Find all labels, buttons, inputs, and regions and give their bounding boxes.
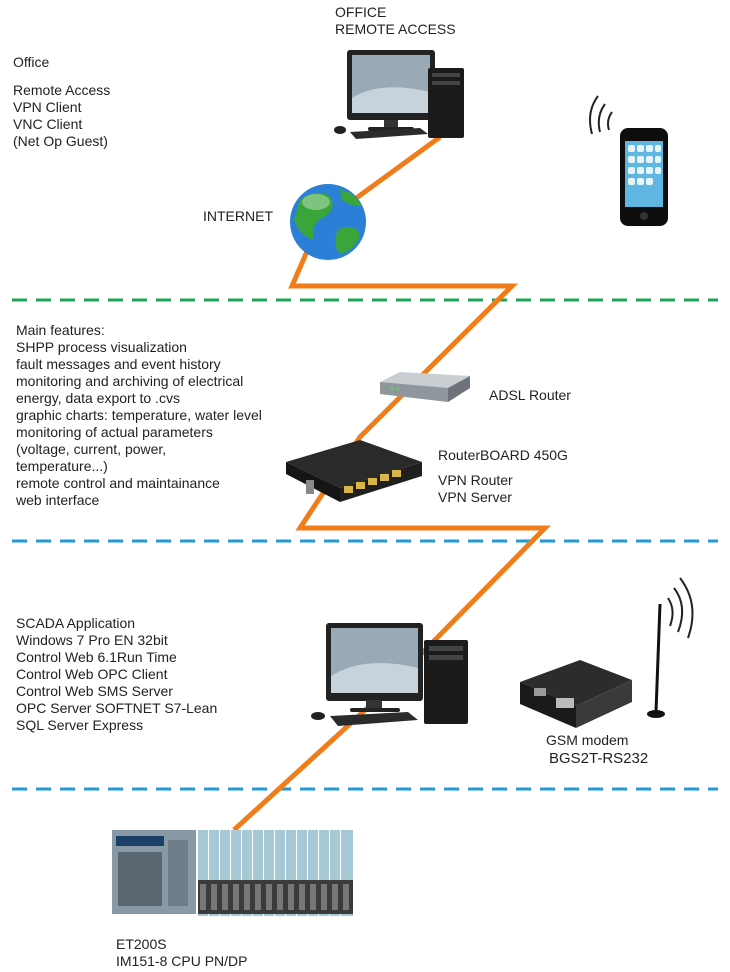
routerboard-line: VPN Router (438, 472, 513, 488)
scada-block: SCADA Application Windows 7 Pro EN 32bit… (16, 615, 217, 734)
office-line: VNC Client (13, 116, 83, 132)
et200-block: ET200S IM151-8 CPU PN/DP (116, 936, 247, 970)
routerboard-icon (286, 440, 422, 502)
office-block: Office Remote Access VPN Client VNC Clie… (13, 54, 110, 150)
feature-line: temperature...) (16, 458, 108, 474)
scada-computer-icon (311, 623, 468, 726)
office-title-line: REMOTE ACCESS (335, 21, 456, 37)
scada-line: Control Web OPC Client (16, 666, 168, 682)
routerboard-block: RouterBOARD 450G VPN Router VPN Server (438, 447, 568, 506)
feature-line: remote control and maintainance (16, 475, 220, 491)
office-line: VPN Client (13, 99, 82, 115)
routerboard-line: VPN Server (438, 489, 512, 505)
plc-rack-icon (112, 830, 353, 916)
main-features-block: Main features: SHPP process visualizatio… (16, 322, 262, 509)
office-line: Remote Access (13, 82, 111, 98)
office-title-line: OFFICE (335, 4, 387, 20)
gsm-modem-icon (520, 660, 632, 728)
smartphone-icon (589, 95, 668, 226)
et200-line: ET200S (116, 936, 167, 952)
office-computer-icon (334, 50, 464, 139)
feature-line: fault messages and event history (16, 356, 221, 372)
internet-label: INTERNET (203, 208, 273, 224)
feature-line: SHPP process visualization (16, 339, 187, 355)
feature-line: monitoring of actual parameters (16, 424, 213, 440)
routerboard-title: RouterBOARD 450G (438, 447, 568, 463)
scada-line: Control Web 6.1Run Time (16, 649, 177, 665)
et200-line: IM151-8 CPU PN/DP (116, 953, 248, 969)
globe-icon (290, 184, 366, 260)
feature-line: monitoring and archiving of electrical (16, 373, 244, 389)
feature-line: (voltage, current, power, (16, 441, 167, 457)
office-heading: Office (13, 54, 50, 70)
scada-line: SQL Server Express (16, 717, 144, 733)
adsl-router-icon (380, 372, 470, 402)
office-remote-access-title: OFFICE REMOTE ACCESS (335, 4, 456, 38)
feature-line: energy, data export to .cvs (16, 390, 180, 406)
feature-line: web interface (16, 492, 100, 508)
office-line: (Net Op Guest) (13, 133, 108, 149)
adsl-router-label: ADSL Router (489, 387, 571, 403)
feature-line: Main features: (16, 322, 105, 338)
gsm-modem-label: GSM modem (546, 732, 629, 748)
feature-line: graphic charts: temperature, water level (16, 407, 262, 423)
gsm-model-label: BGS2T-RS232 (549, 750, 649, 767)
scada-line: SCADA Application (16, 615, 136, 631)
scada-line: Control Web SMS Server (16, 683, 173, 699)
scada-line: OPC Server SOFTNET S7-Lean (16, 700, 218, 716)
antenna-icon (647, 577, 694, 718)
scada-line: Windows 7 Pro EN 32bit (16, 632, 168, 648)
